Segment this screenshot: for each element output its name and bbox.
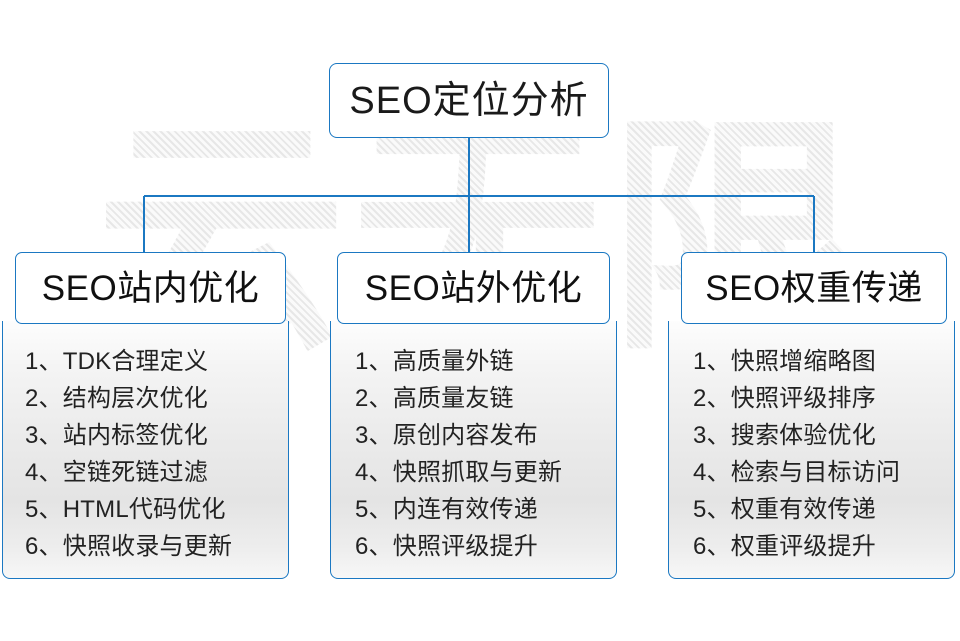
branch-card-seo-weight[interactable]: SEO权重传递 1、快照增缩略图 2、快照评级排序 3、搜索体验优化 4、检索与… xyxy=(668,247,955,579)
root-node-label: SEO定位分析 xyxy=(349,79,589,122)
branch-header-seo-onsite[interactable]: SEO站内优化 xyxy=(15,252,286,324)
branch-header-seo-weight[interactable]: SEO权重传递 xyxy=(681,252,947,324)
branch-item-list: 1、高质量外链 2、高质量友链 3、原创内容发布 4、快照抓取与更新 5、内连有… xyxy=(331,343,616,565)
list-item: 3、站内标签优化 xyxy=(25,422,208,449)
list-item: 6、快照收录与更新 xyxy=(25,533,233,560)
branch-header-seo-offsite[interactable]: SEO站外优化 xyxy=(337,252,610,324)
list-item: 5、内连有效传递 xyxy=(355,496,538,523)
branch-card-seo-offsite[interactable]: SEO站外优化 1、高质量外链 2、高质量友链 3、原创内容发布 4、快照抓取与… xyxy=(330,247,617,579)
branch-body-seo-offsite: 1、高质量外链 2、高质量友链 3、原创内容发布 4、快照抓取与更新 5、内连有… xyxy=(330,321,617,579)
list-item: 4、快照抓取与更新 xyxy=(355,459,563,486)
list-item: 3、原创内容发布 xyxy=(355,422,538,449)
branch-header-label: SEO权重传递 xyxy=(705,268,923,308)
branch-item-list: 1、快照增缩略图 2、快照评级排序 3、搜索体验优化 4、检索与目标访问 5、权… xyxy=(669,343,954,565)
list-item: 4、空链死链过滤 xyxy=(25,459,208,486)
list-item: 2、高质量友链 xyxy=(355,385,514,412)
branch-item-list: 1、TDK合理定义 2、结构层次优化 3、站内标签优化 4、空链死链过滤 5、H… xyxy=(3,343,288,565)
branch-body-seo-weight: 1、快照增缩略图 2、快照评级排序 3、搜索体验优化 4、检索与目标访问 5、权… xyxy=(668,321,955,579)
list-item: 5、HTML代码优化 xyxy=(25,496,226,523)
list-item: 2、快照评级排序 xyxy=(693,385,876,412)
branch-card-seo-onsite[interactable]: SEO站内优化 1、TDK合理定义 2、结构层次优化 3、站内标签优化 4、空链… xyxy=(2,247,289,579)
list-item: 3、搜索体验优化 xyxy=(693,422,876,449)
list-item: 6、权重评级提升 xyxy=(693,533,876,560)
root-node[interactable]: SEO定位分析 xyxy=(329,63,609,138)
list-item: 1、TDK合理定义 xyxy=(25,348,209,375)
branch-header-label: SEO站内优化 xyxy=(41,268,260,308)
list-item: 6、快照评级提升 xyxy=(355,533,538,560)
list-item: 4、检索与目标访问 xyxy=(693,459,901,486)
list-item: 2、结构层次优化 xyxy=(25,385,208,412)
list-item: 1、高质量外链 xyxy=(355,348,514,375)
branch-header-label: SEO站外优化 xyxy=(364,268,583,308)
branch-body-seo-onsite: 1、TDK合理定义 2、结构层次优化 3、站内标签优化 4、空链死链过滤 5、H… xyxy=(2,321,289,579)
list-item: 1、快照增缩略图 xyxy=(693,348,876,375)
list-item: 5、权重有效传递 xyxy=(693,496,876,523)
